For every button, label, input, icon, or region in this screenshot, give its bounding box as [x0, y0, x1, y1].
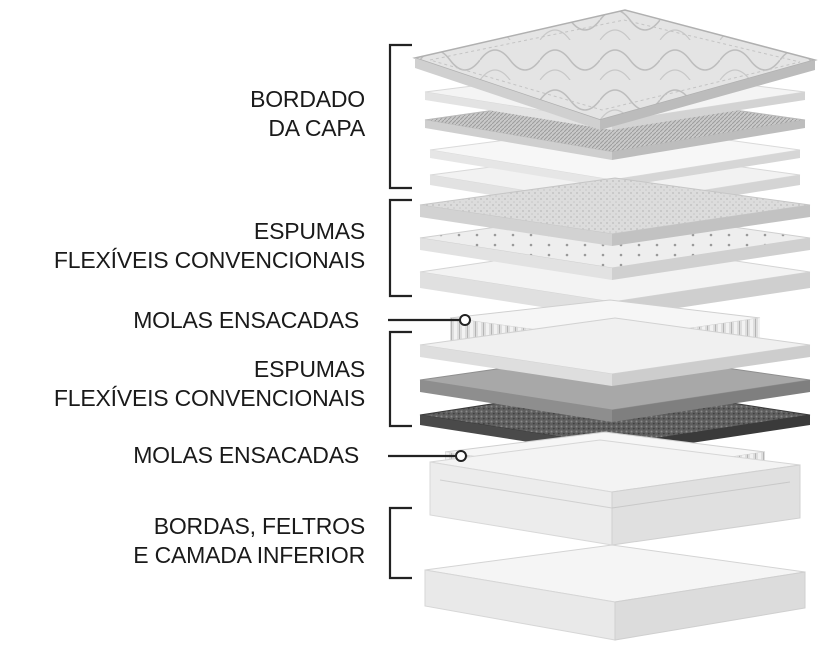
- cover-layer-stack: [412, 9, 818, 215]
- pointer-dot-top: [459, 314, 471, 326]
- label-cover: BORDADO DA CAPA: [250, 85, 365, 143]
- label-foam-bottom-line1: ESPUMAS: [253, 356, 365, 382]
- label-foam-top: ESPUMAS FLEXÍVEIS CONVENCIONAIS: [54, 217, 365, 275]
- pointer-dot-bottom: [455, 450, 467, 462]
- bracket-foam-top: [388, 198, 412, 298]
- label-base-line1: BORDAS, FELTROS: [153, 513, 365, 539]
- label-base: BORDAS, FELTROS E CAMADA INFERIOR: [133, 512, 365, 570]
- label-springs-bottom-text: MOLAS ENSACADAS: [133, 442, 359, 468]
- callout-lines: [388, 43, 460, 580]
- bracket-base: [388, 506, 412, 580]
- label-springs-top: MOLAS ENSACADAS: [133, 306, 359, 335]
- label-foam-top-line1: ESPUMAS: [253, 218, 365, 244]
- upper-foam-stack: [419, 177, 811, 318]
- lower-foam-stack: [419, 317, 811, 455]
- label-springs-bottom: MOLAS ENSACADAS: [133, 441, 359, 470]
- label-foam-top-line2: FLEXÍVEIS CONVENCIONAIS: [53, 247, 365, 273]
- label-foam-bottom: ESPUMAS FLEXÍVEIS CONVENCIONAIS: [54, 355, 365, 413]
- bracket-foam-bottom: [388, 330, 412, 428]
- label-base-line2: E CAMADA INFERIOR: [133, 542, 365, 568]
- label-cover-line2: DA CAPA: [268, 115, 365, 141]
- bracket-cover: [388, 43, 412, 190]
- label-cover-line1: BORDADO: [250, 86, 365, 112]
- base-frame: [424, 439, 806, 641]
- label-springs-top-text: MOLAS ENSACADAS: [133, 307, 359, 333]
- label-foam-bottom-line2: FLEXÍVEIS CONVENCIONAIS: [53, 385, 365, 411]
